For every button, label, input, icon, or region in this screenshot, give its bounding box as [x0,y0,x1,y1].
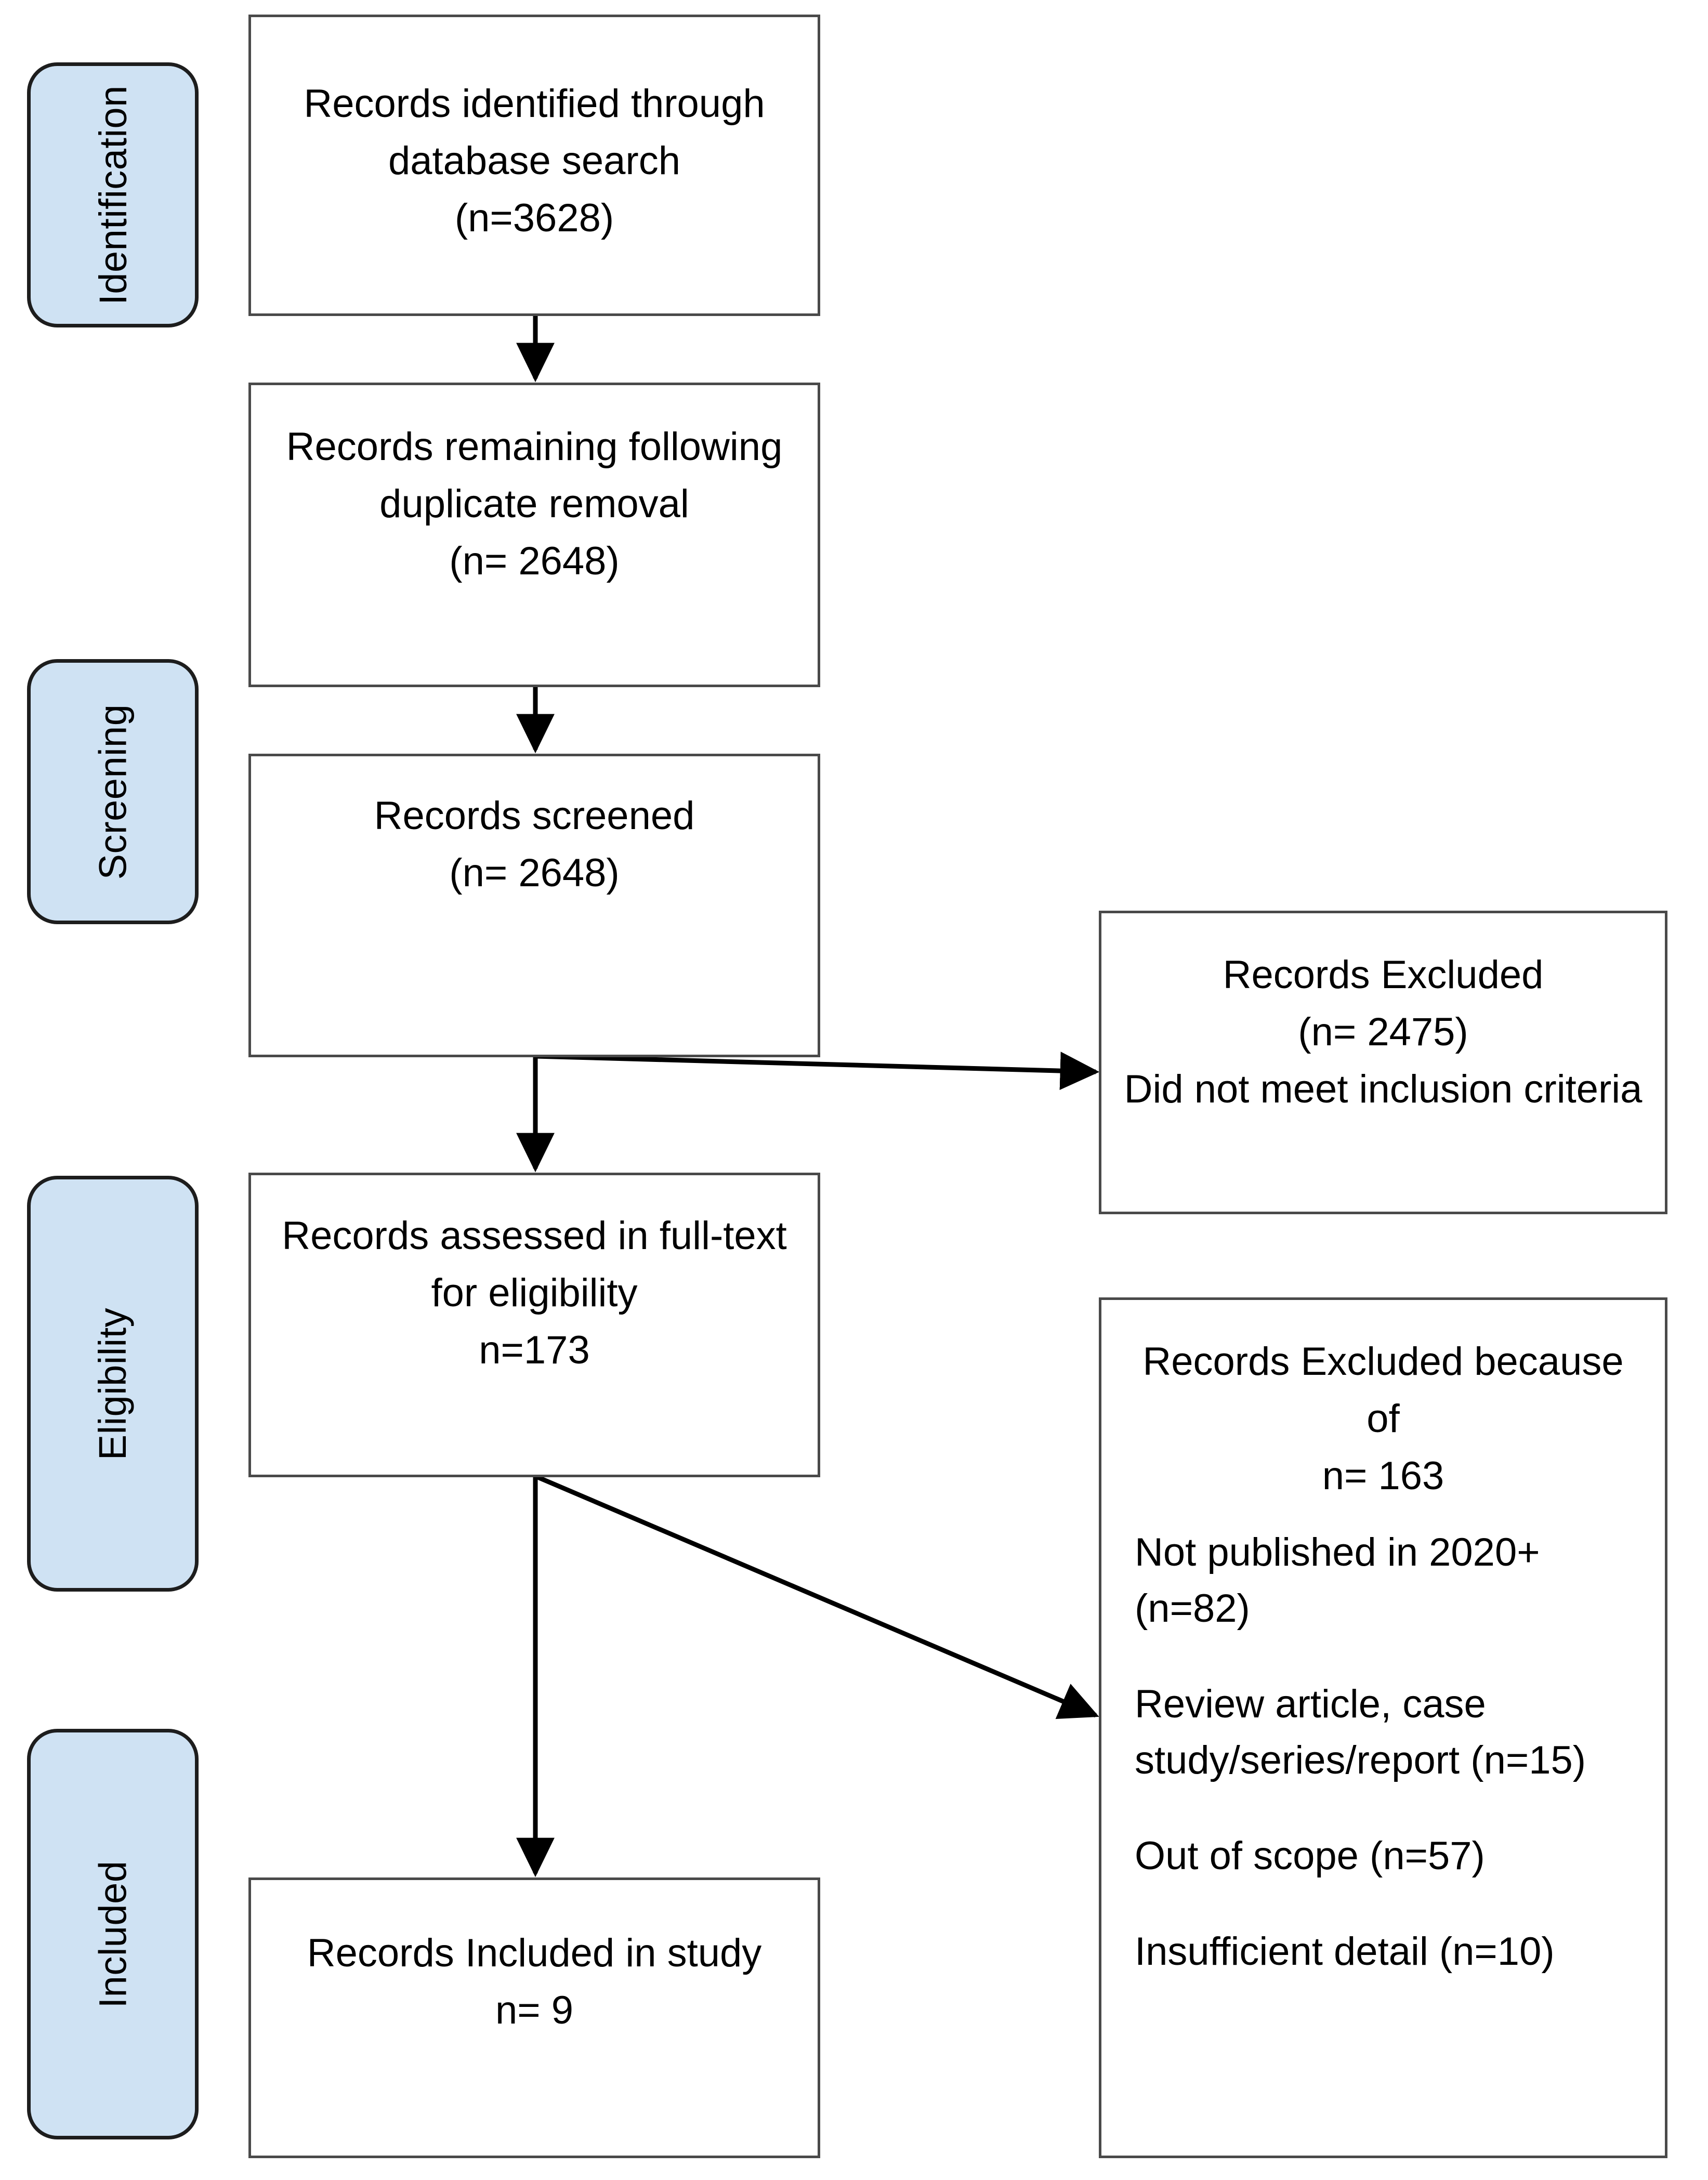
box-records-identified: Records identified through database sear… [248,15,820,316]
box-records-fulltext: Records assessed in full-text for eligib… [248,1173,820,1477]
records-deduplicated-line-3: (n= 2648) [449,539,620,584]
box-screening-excluded-text: Records Excluded (n= 2475) Did not meet … [1101,947,1665,1119]
records-fulltext-line-3: n=173 [479,1328,590,1373]
exclusion-reason-insufficient-detail-line-1: Insufficient detail (n=10) [1135,1929,1555,1974]
eligibility-exclusion-reason-list: Not published in 2020+ (n=82) Review art… [1135,1525,1644,1979]
exclusion-reason-insufficient-detail: Insufficient detail (n=10) [1135,1924,1644,1980]
eligibility-excluded-header-line-2: of [1367,1397,1400,1441]
records-identified-line-3: (n=3628) [454,196,614,241]
box-records-included-text: Records Included in study n= 9 [251,1925,818,2039]
records-screened-line-2: (n= 2648) [449,851,620,896]
box-records-deduplicated: Records remaining following duplicate re… [248,383,820,687]
box-records-screened-text: Records screened (n= 2648) [251,787,818,902]
box-screening-excluded: Records Excluded (n= 2475) Did not meet … [1099,911,1667,1214]
eligibility-excluded-header-line-3: n= 163 [1322,1454,1444,1499]
arrow-screened-to-excluded [535,1052,1100,1090]
exclusion-reason-out-of-scope-line-1: Out of scope (n=57) [1135,1833,1485,1878]
phase-label-identification: Identification [91,85,135,305]
records-fulltext-line-2: for eligibility [431,1271,638,1316]
box-records-included: Records Included in study n= 9 [248,1877,820,2158]
records-deduplicated-line-2: duplicate removal [379,482,689,527]
phase-pill-eligibility: Eligibility [27,1176,199,1592]
exclusion-reason-not-published-line-1: Not published in 2020+ (n=82) [1135,1530,1540,1631]
records-identified-line-1: Records identified through [304,82,765,126]
eligibility-excluded-header-line-1: Records Excluded because [1142,1339,1624,1384]
screening-excluded-line-2: (n= 2475) [1298,1010,1468,1055]
exclusion-reason-review-case-study-line-2: study/series/report (n=15) [1135,1738,1586,1782]
box-records-fulltext-text: Records assessed in full-text for eligib… [251,1207,818,1380]
box-records-identified-text: Records identified through database sear… [251,75,818,247]
records-screened-line-1: Records screened [374,794,695,838]
screening-excluded-line-1: Records Excluded [1223,953,1544,997]
phase-pill-screening: Screening [27,659,199,924]
box-eligibility-excluded: Records Excluded because of n= 163 Not p… [1099,1297,1667,2158]
phase-label-eligibility: Eligibility [91,1307,135,1460]
exclusion-reason-review-case-study: Review article, case study/series/report… [1135,1676,1644,1789]
records-included-line-2: n= 9 [495,1988,574,2033]
phase-pill-identification: Identification [27,62,199,327]
exclusion-reason-not-published: Not published in 2020+ (n=82) [1135,1525,1644,1637]
phase-pill-included: Included [27,1729,199,2139]
records-deduplicated-line-1: Records remaining following [286,425,783,469]
records-fulltext-line-1: Records assessed in full-text [282,1214,787,1258]
screening-excluded-line-3: Did not meet inclusion criteria [1124,1067,1643,1112]
records-identified-line-2: database search [388,139,680,183]
phase-label-screening: Screening [91,704,135,879]
box-records-screened: Records screened (n= 2648) [248,754,820,1057]
records-included-line-1: Records Included in study [307,1931,762,1975]
arrow-fulltext-to-excluded [534,1474,1099,1719]
exclusion-reason-review-case-study-line-1: Review article, case [1135,1682,1486,1726]
box-records-deduplicated-text: Records remaining following duplicate re… [251,418,818,590]
box-eligibility-excluded-header: Records Excluded because of n= 163 [1101,1333,1665,1505]
exclusion-reason-out-of-scope: Out of scope (n=57) [1135,1828,1644,1884]
phase-label-included: Included [91,1860,135,2008]
